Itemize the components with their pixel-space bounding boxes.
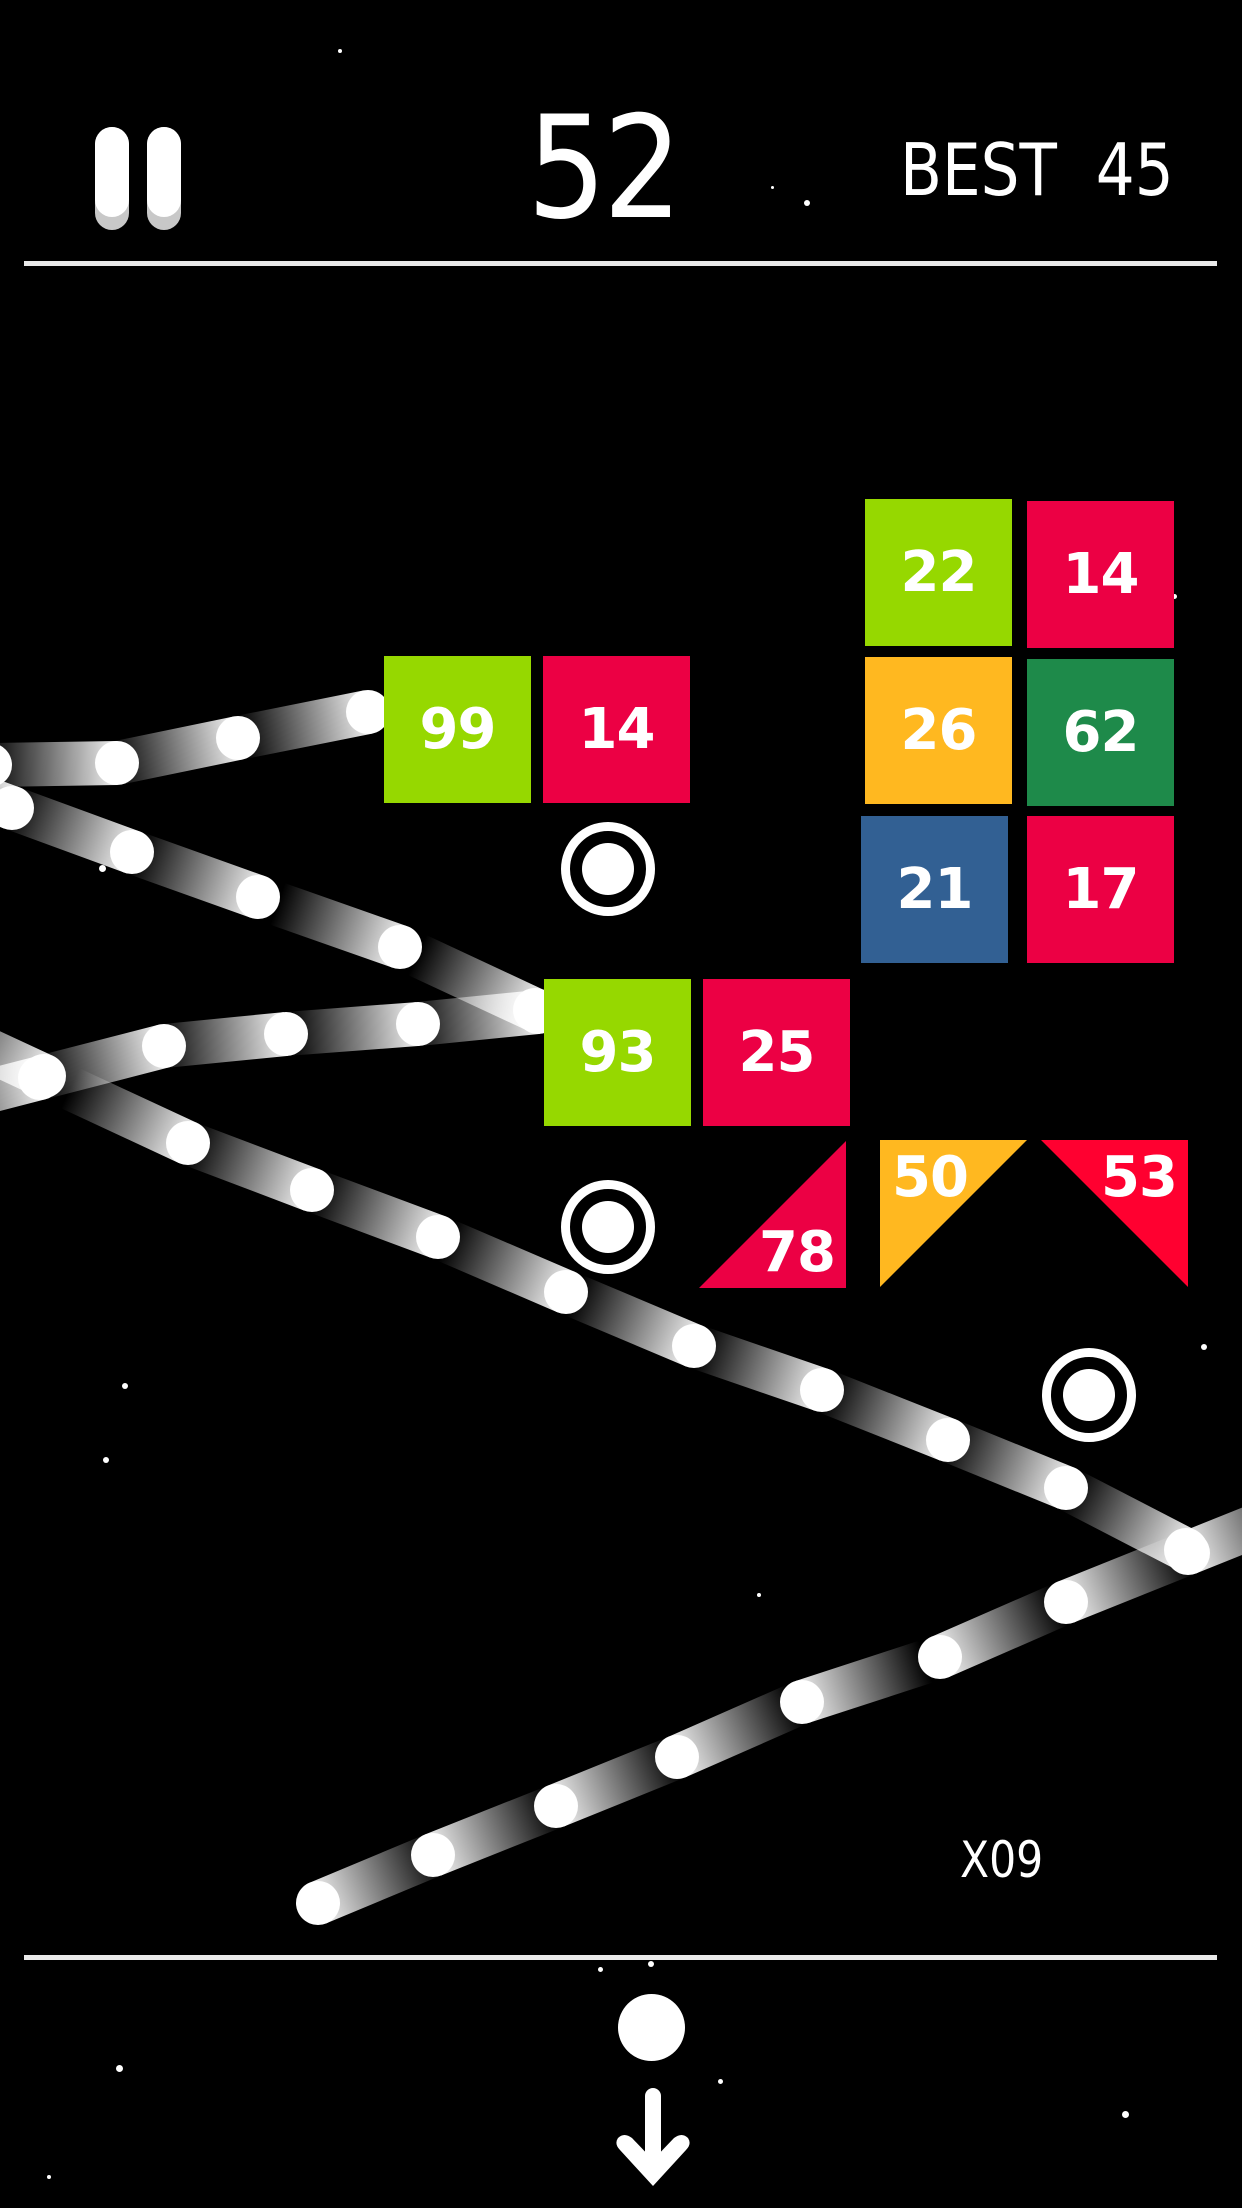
- brick-triangle-top-left: 50: [880, 1140, 1027, 1287]
- arrow-down-icon[interactable]: [612, 2088, 694, 2188]
- star-decoration: [804, 200, 810, 206]
- star-decoration: [771, 186, 774, 189]
- brick-square: 62: [1027, 659, 1174, 806]
- star-decoration: [718, 2079, 723, 2084]
- star-decoration: [598, 1967, 603, 1972]
- ball-multiplier-label: X09: [960, 1831, 1044, 1889]
- brick-square: 93: [544, 979, 691, 1126]
- star-decoration: [757, 1593, 761, 1597]
- bottom-boundary-line: [24, 1955, 1217, 1960]
- brick-triangle-top-right: 53: [1041, 1140, 1188, 1287]
- brick-square: 22: [865, 499, 1012, 646]
- brick-value: 78: [759, 1220, 836, 1285]
- brick-square: 99: [384, 656, 531, 803]
- brick-value: 14: [1062, 542, 1140, 607]
- top-boundary-line: [24, 261, 1217, 266]
- brick-square: 14: [1027, 501, 1174, 648]
- brick-square: 26: [865, 657, 1012, 804]
- brick-square: 17: [1027, 816, 1174, 963]
- brick-value: 21: [896, 857, 974, 922]
- brick-value: 62: [1062, 700, 1140, 765]
- best-score: BEST 45: [900, 128, 1174, 212]
- star-decoration: [1201, 1344, 1207, 1350]
- brick-value: 14: [578, 697, 656, 762]
- pause-icon: [95, 127, 129, 230]
- current-score: 52: [527, 86, 682, 251]
- ring-ball-icon: [561, 1180, 655, 1274]
- star-decoration: [103, 1457, 109, 1463]
- brick-square: 14: [543, 656, 690, 803]
- brick-value: 17: [1062, 857, 1140, 922]
- ring-ball-icon: [1042, 1348, 1136, 1442]
- brick-value: 50: [892, 1145, 969, 1210]
- star-decoration: [338, 49, 342, 53]
- brick-value: 99: [419, 697, 497, 762]
- ball-icon[interactable]: [618, 1994, 685, 2061]
- brick-value: 25: [738, 1020, 816, 1085]
- star-decoration: [116, 2065, 123, 2072]
- pause-button[interactable]: [88, 120, 188, 232]
- brick-value: 53: [1101, 1145, 1178, 1210]
- star-decoration: [648, 1961, 654, 1967]
- brick-triangle-bottom-right: 78: [699, 1141, 846, 1288]
- star-decoration: [47, 2175, 51, 2179]
- star-decoration: [99, 865, 106, 872]
- brick-square: 21: [861, 816, 1008, 963]
- star-decoration: [122, 1383, 128, 1389]
- brick-value: 26: [900, 698, 978, 763]
- star-decoration: [1172, 594, 1177, 599]
- star-decoration: [1122, 2111, 1129, 2118]
- brick-value: 22: [900, 540, 978, 605]
- brick-value: 93: [579, 1020, 657, 1085]
- brick-square: 25: [703, 979, 850, 1126]
- pause-icon: [147, 127, 181, 230]
- ring-ball-icon: [561, 822, 655, 916]
